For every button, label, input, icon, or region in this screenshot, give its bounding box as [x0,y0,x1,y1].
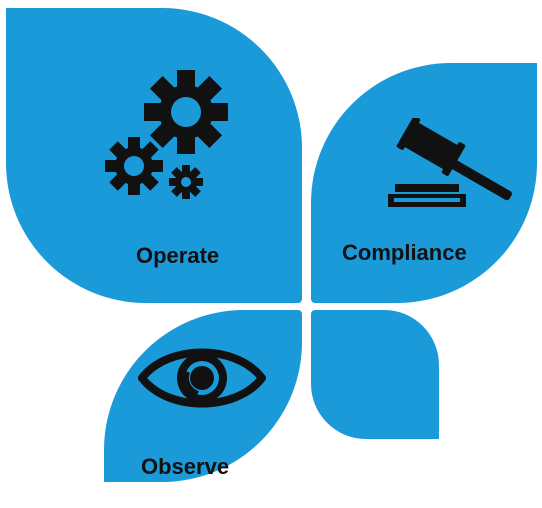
gears-icon [105,70,228,199]
operate-label: Operate [136,243,220,268]
observe-label: Observe [141,454,230,479]
operate-petal [6,8,302,303]
compliance-label: Compliance [342,240,467,265]
eye-icon [138,348,266,408]
gavel-icon [388,118,512,207]
blank-petal [311,310,439,439]
